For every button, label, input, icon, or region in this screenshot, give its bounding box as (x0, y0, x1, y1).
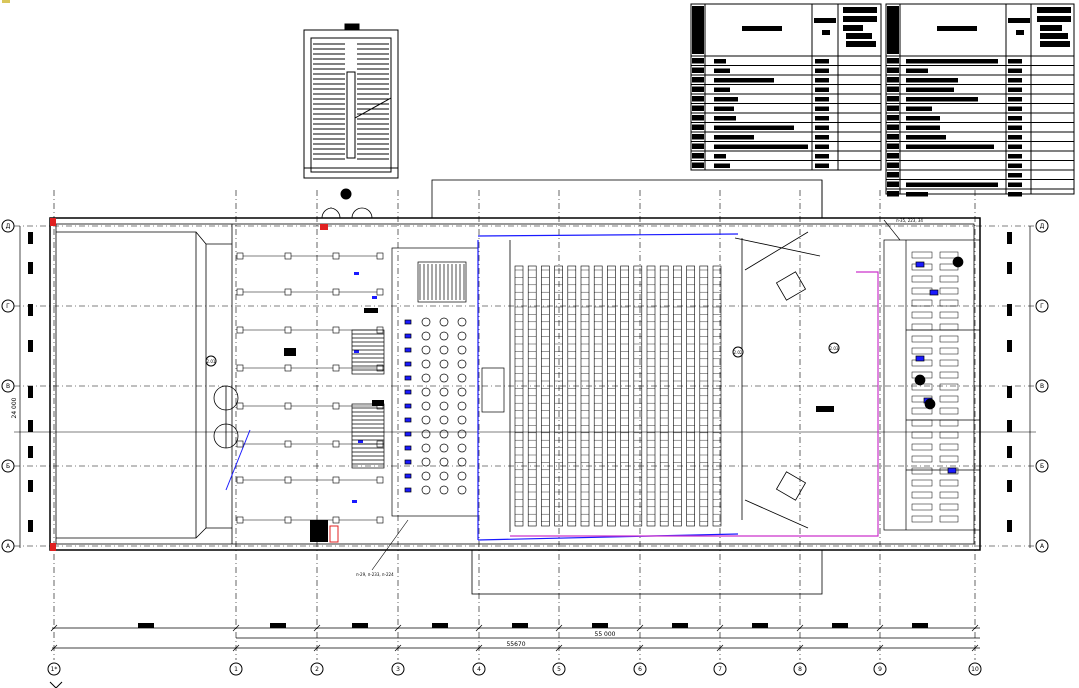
auditorium-seating (514, 265, 722, 527)
row-axis-labels: Д Д Г Г В В Б Б А А (1, 219, 1049, 553)
dimension-lines (19, 226, 1031, 649)
room-tag-3: 2.03 (830, 346, 839, 351)
pipe-line (510, 271, 879, 537)
equipment-lines (477, 233, 739, 541)
svg-text:3: 3 (396, 666, 400, 673)
svg-text:10: 10 (971, 666, 979, 673)
entrance-doors (321, 207, 373, 219)
building-outline (49, 179, 981, 595)
column-axis-10: 9 (873, 662, 887, 676)
column-axis-8: 7 (713, 662, 727, 676)
legend-table-right (885, 3, 1075, 197)
right-rooms (883, 219, 981, 531)
room-tag-1: 2.01 (207, 359, 216, 364)
axis-grid (14, 190, 1036, 660)
svg-text:Б: Б (1040, 463, 1044, 470)
stair-tower (303, 23, 399, 200)
bottom-leader-label: п-29, п-233, п-224 (356, 572, 394, 577)
svg-text:Д: Д (6, 223, 11, 230)
row-axis-1-left: Д (1, 219, 15, 233)
svg-text:7: 7 (718, 666, 722, 673)
dim-width: 24 000 (11, 397, 18, 418)
middle-stairs (351, 329, 385, 469)
row-axis-4-right: Б (1035, 459, 1049, 473)
auditorium-walls (509, 231, 821, 532)
column-axis-6: 5 (552, 662, 566, 676)
right-top-callout: п-35, 223, 34 (896, 218, 923, 223)
svg-text:А: А (1040, 543, 1045, 550)
svg-text:5: 5 (557, 666, 561, 673)
row-axis-2-right: Г (1035, 299, 1049, 313)
row-axis-4-left: Б (1, 459, 15, 473)
svg-text:6: 6 (638, 666, 642, 673)
room-tag-2: 2.02 (734, 350, 743, 355)
dimension-markers (50, 624, 979, 652)
svg-text:1: 1 (234, 666, 238, 673)
svg-text:4: 4 (477, 666, 481, 673)
svg-text:8: 8 (798, 666, 802, 673)
service-rooms (391, 247, 505, 517)
dim-overall-length: 55670 (506, 641, 525, 648)
wall-markers (28, 232, 1012, 628)
row-axis-1-right: Д (1035, 219, 1049, 233)
svg-text:2: 2 (315, 666, 319, 673)
svg-text:Б: Б (6, 463, 10, 470)
svg-text:Г: Г (6, 303, 10, 310)
row-axis-5-left: А (1, 539, 15, 553)
svg-text:В: В (6, 383, 10, 390)
row-axis-3-right: В (1035, 379, 1049, 393)
row-axis-2-left: Г (1, 299, 15, 313)
column-axis-9: 8 (793, 662, 807, 676)
svg-text:Д: Д (1040, 223, 1045, 230)
svg-text:А: А (6, 543, 11, 550)
svg-text:В: В (1040, 383, 1044, 390)
dim-inner-length: 55 000 (595, 631, 616, 638)
svg-text:Г: Г (1040, 303, 1044, 310)
column-axis-2: 1 (229, 662, 243, 676)
column-axis-1: 1* (47, 662, 61, 676)
column-axis-7: 6 (633, 662, 647, 676)
row-axis-5-right: А (1035, 539, 1049, 553)
legend-table-left (690, 3, 882, 171)
lighting-fixtures (236, 252, 384, 524)
row-axis-3-left: В (1, 379, 15, 393)
north-arrow-icon (49, 681, 63, 688)
stage-area (56, 224, 239, 544)
svg-text:9: 9 (878, 666, 882, 673)
column-axis-3: 2 (310, 662, 324, 676)
column-axis-4: 3 (391, 662, 405, 676)
svg-text:1*: 1* (51, 666, 58, 673)
column-axis-5: 4 (472, 662, 486, 676)
column-axis-11: 10 (968, 662, 982, 676)
column-axis-labels: 1* 1 2 3 4 5 6 7 8 9 10 (47, 662, 982, 676)
